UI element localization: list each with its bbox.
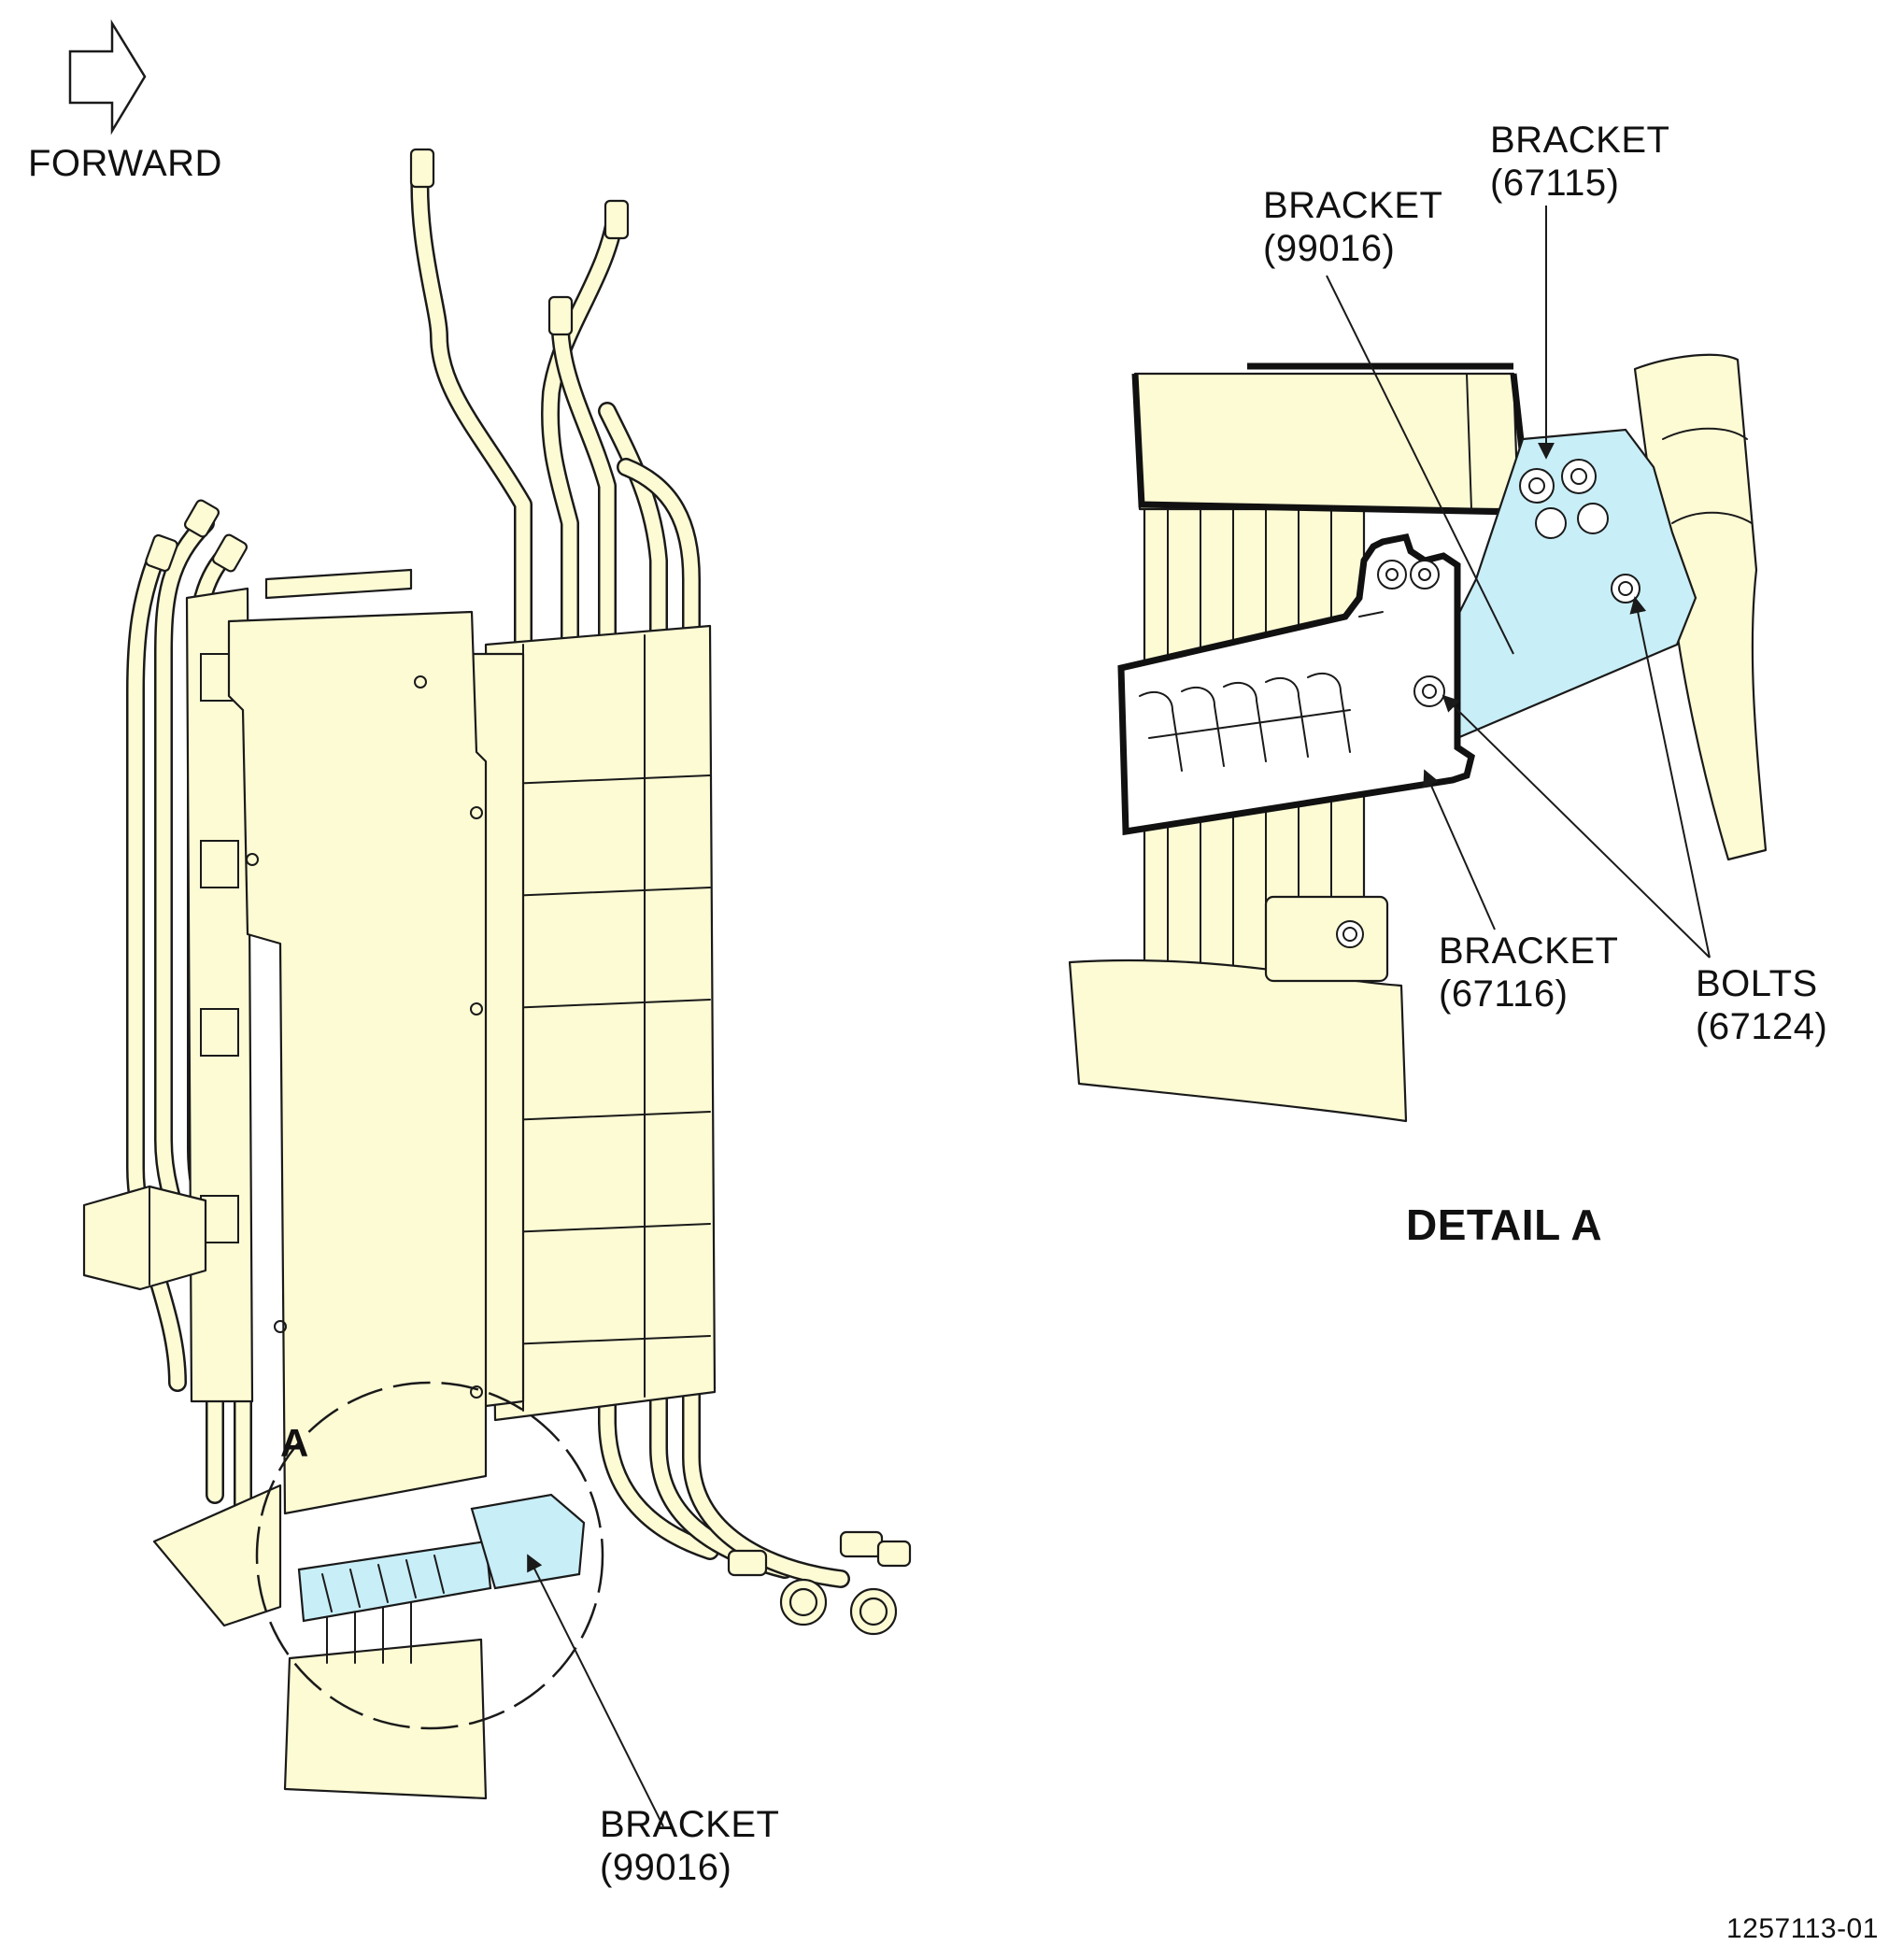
callout-bracket-67116-name: BRACKET xyxy=(1439,930,1619,972)
callout-bolts: BOLTS (67124) xyxy=(1696,962,1827,1048)
side-box xyxy=(82,1185,207,1291)
lower-duct xyxy=(283,1638,488,1800)
detail-marker-letter: A xyxy=(280,1421,309,1465)
bracket-67116-clips xyxy=(1377,560,1445,707)
callout-bolts-name: BOLTS xyxy=(1696,963,1818,1004)
main-panel xyxy=(227,610,488,1515)
detail-top-block xyxy=(1133,372,1520,511)
forward-label: FORWARD xyxy=(28,143,222,184)
callout-bracket-67116-part: (67116) xyxy=(1439,973,1569,1015)
callout-bracket-99016: BRACKET (99016) xyxy=(1263,184,1442,270)
bracket-67115-bolts xyxy=(1519,459,1640,604)
callout-bracket-67116: BRACKET (67116) xyxy=(1439,930,1618,1016)
left-frame xyxy=(185,587,254,1403)
callout-bracket-99016-part: (99016) xyxy=(1263,228,1396,269)
callout-bracket-67115: BRACKET (67115) xyxy=(1490,119,1669,205)
forward-arrow-icon xyxy=(68,19,147,135)
outlet-fittings xyxy=(727,1530,912,1636)
leader-67116 xyxy=(1423,769,1496,930)
leader-99016-detail xyxy=(1326,275,1514,655)
main-bracket-leader xyxy=(527,1554,664,1827)
bracket-67116-clamps xyxy=(1139,673,1351,772)
bottom-base xyxy=(152,1484,282,1627)
main-assembly-view xyxy=(82,148,912,1827)
detail-lower-clamp xyxy=(1264,895,1389,983)
detail-a-view xyxy=(1068,206,1768,1123)
callout-bolts-part: (67124) xyxy=(1696,1006,1828,1047)
callout-main-bracket: BRACKET (99016) xyxy=(600,1803,779,1889)
callout-bracket-99016-name: BRACKET xyxy=(1263,185,1443,226)
callout-main-bracket-name: BRACKET xyxy=(600,1804,780,1845)
top-plate xyxy=(264,568,413,600)
figure-number: 1257113-01 xyxy=(1726,1913,1879,1944)
detail-circle-a xyxy=(255,1381,604,1730)
leader-bolts-2 xyxy=(1629,596,1711,959)
highlight-bracket-99016 xyxy=(297,1493,586,1623)
detail-a-title: DETAIL A xyxy=(1406,1200,1603,1249)
tube-fittings xyxy=(145,148,630,573)
detail-bracket-67115 xyxy=(1437,428,1697,740)
callout-main-bracket-part: (99016) xyxy=(600,1847,732,1888)
callout-bracket-67115-part: (67115) xyxy=(1490,163,1620,204)
main-panel-fasteners xyxy=(246,675,483,1399)
leader-bolts-1 xyxy=(1442,694,1711,959)
callout-bracket-67115-name: BRACKET xyxy=(1490,120,1670,161)
detail-bottom-duct xyxy=(1068,959,1408,1123)
